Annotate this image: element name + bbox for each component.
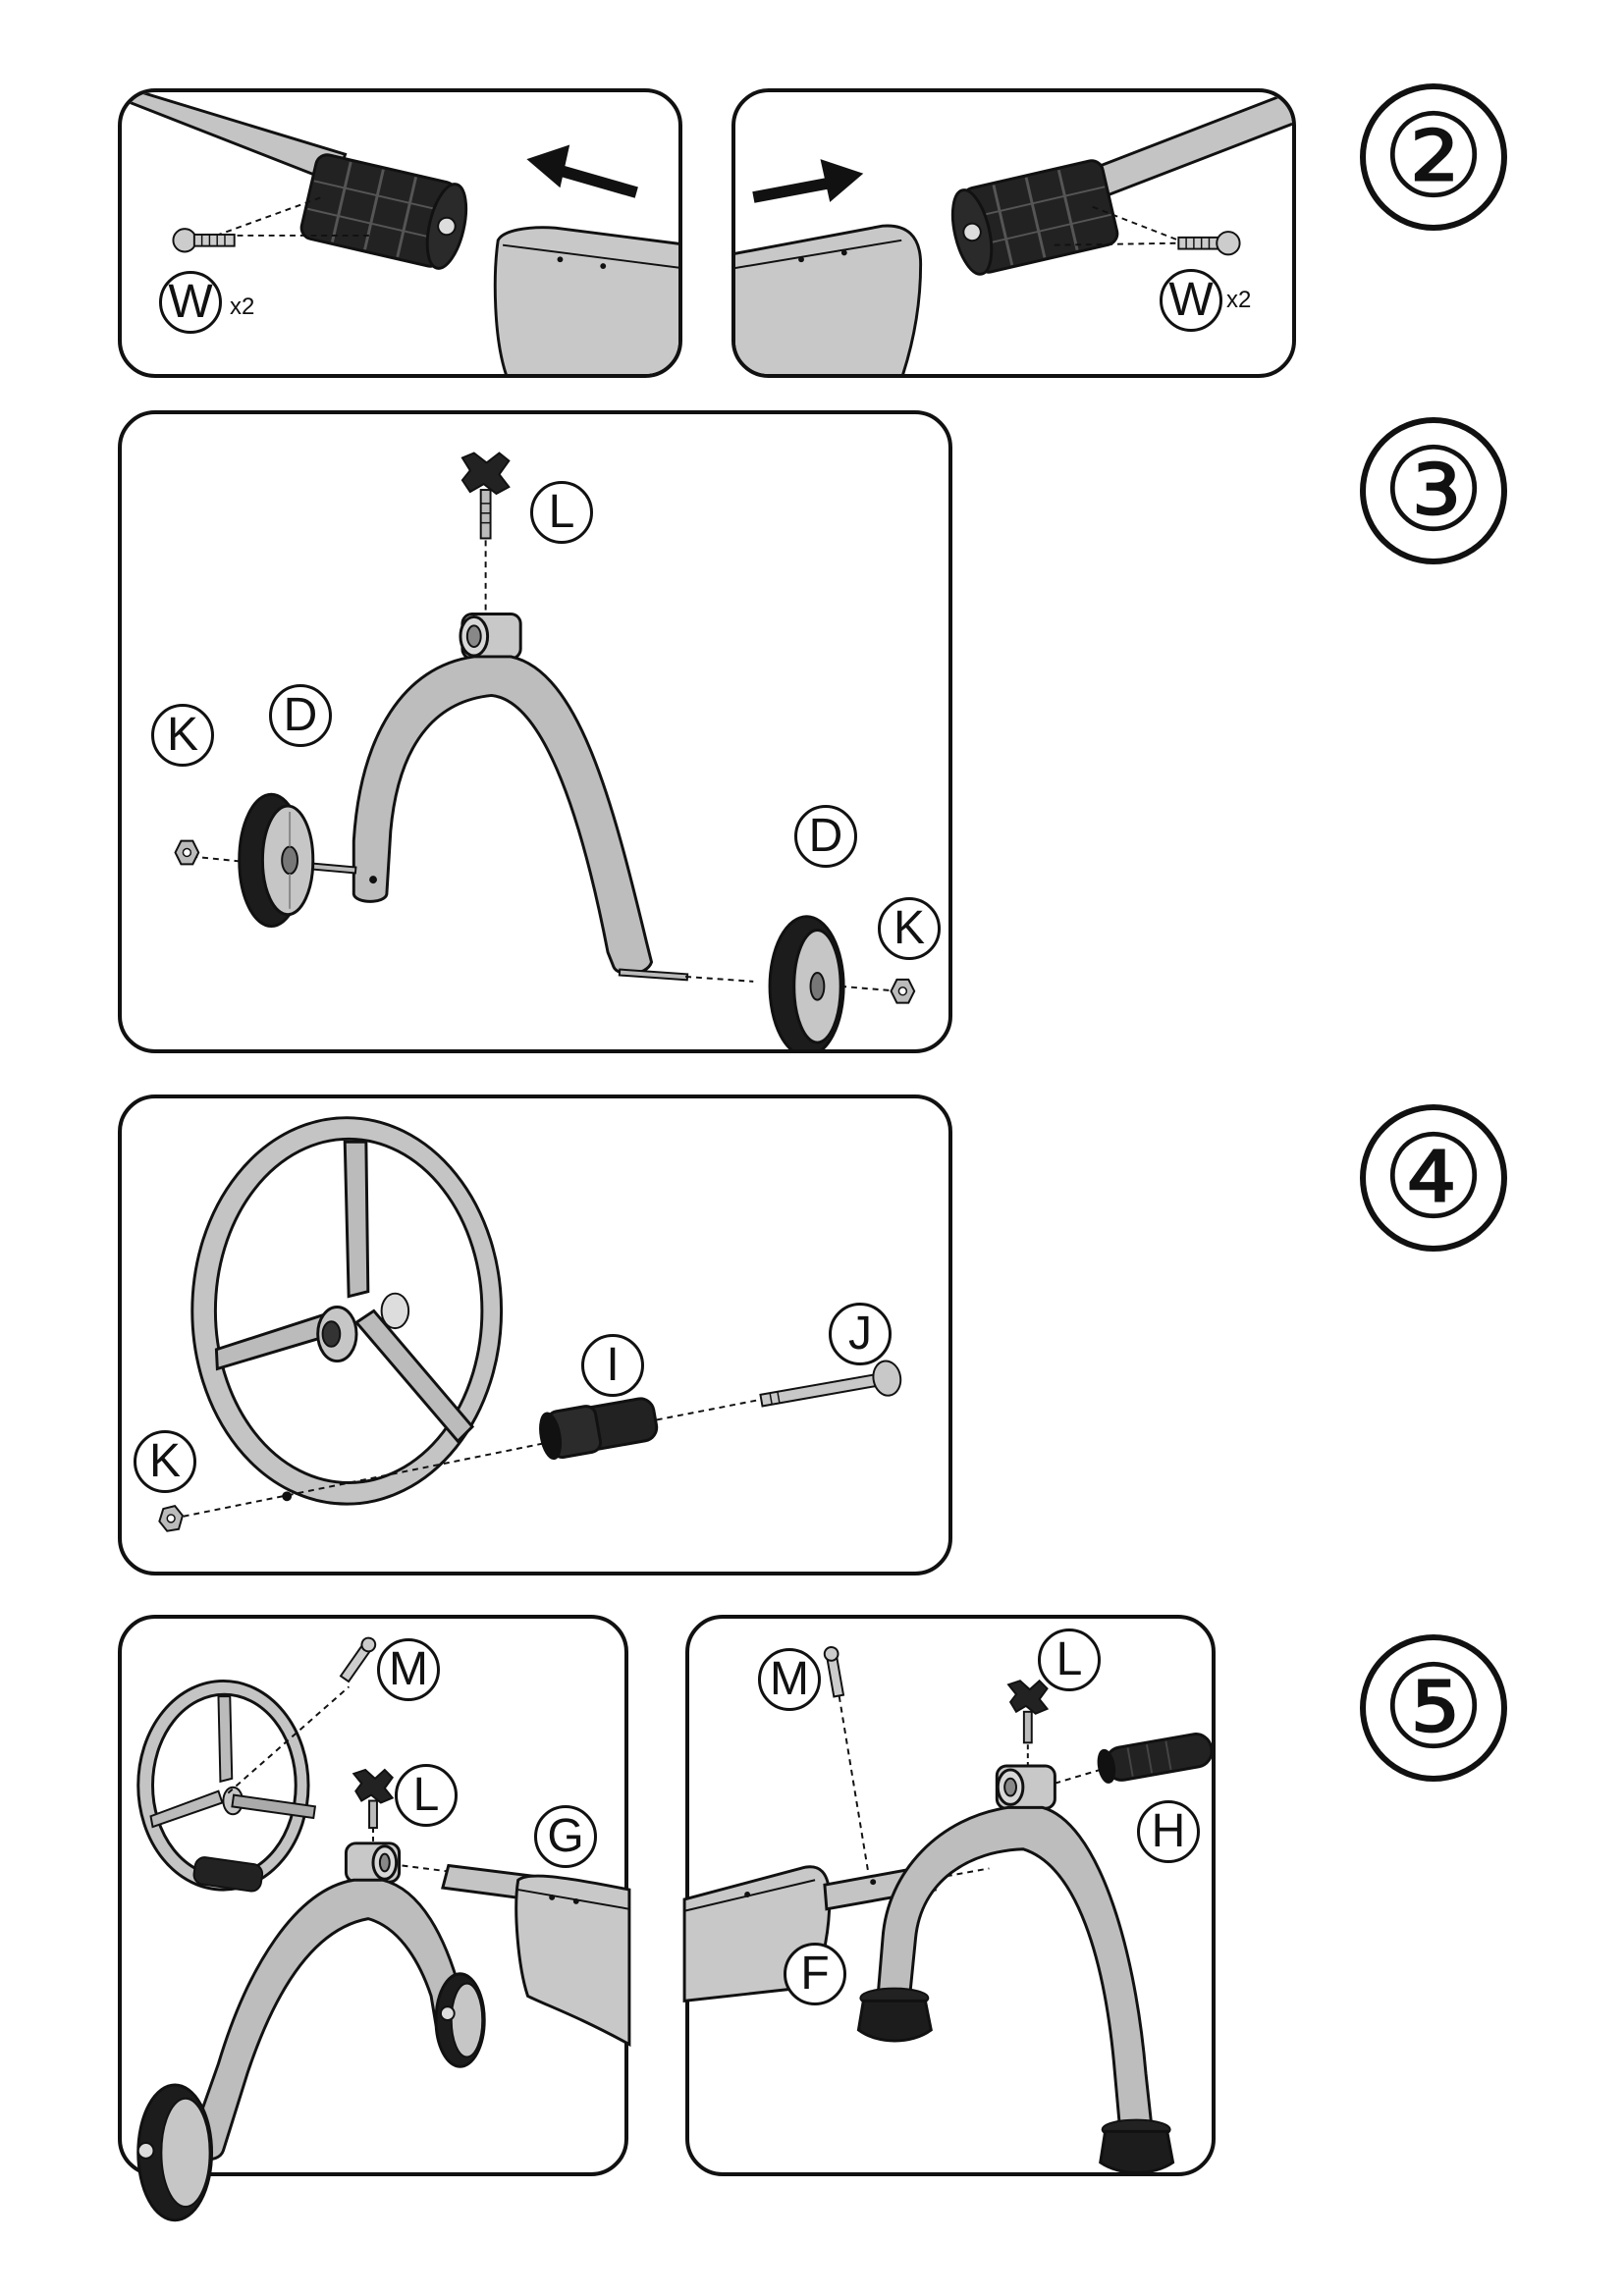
tray xyxy=(735,224,923,374)
arch-frame xyxy=(352,655,654,976)
part-label-M: M xyxy=(377,1638,440,1701)
tube xyxy=(122,92,348,186)
quantity-label-right: x2 xyxy=(1226,287,1252,313)
part-label-W-left: W xyxy=(159,271,222,334)
screw-icon xyxy=(823,1646,845,1698)
knob-bolt-icon xyxy=(1006,1679,1050,1744)
knob-bolt-icon xyxy=(460,452,511,540)
part-label-D-left: D xyxy=(269,684,332,747)
part-label-J: J xyxy=(829,1303,892,1365)
steering-wheel-icon xyxy=(136,1679,317,1893)
wheel-icon xyxy=(434,1972,486,2068)
step-number-3: ③ xyxy=(1360,417,1507,564)
part-label-H: H xyxy=(1137,1800,1200,1863)
screw-icon xyxy=(1177,231,1241,256)
screw-icon xyxy=(172,228,236,253)
rubber-foot xyxy=(1099,2118,1175,2174)
roller-grip xyxy=(950,159,1119,276)
part-label-L: L xyxy=(395,1764,458,1827)
part-label-F: F xyxy=(784,1943,846,2005)
collar xyxy=(459,613,522,661)
pin-icon xyxy=(759,1360,902,1408)
part-label-K-left: K xyxy=(151,704,214,767)
part-label-I: I xyxy=(581,1334,644,1397)
step-5-right-illustration xyxy=(682,1646,1214,2174)
arrow-right-icon xyxy=(752,159,864,203)
nut-icon xyxy=(890,978,916,1004)
rubber-foot xyxy=(856,1987,933,2043)
step-2-right-panel: W x2 xyxy=(731,88,1296,378)
step-number-4: ④ xyxy=(1360,1104,1507,1252)
part-label-L: L xyxy=(530,481,593,544)
part-label-W-right: W xyxy=(1160,269,1222,332)
step-number-2: ② xyxy=(1360,83,1507,231)
knob-bolt-icon xyxy=(352,1768,395,1830)
handle-grip-icon xyxy=(539,1397,659,1461)
arch-frame xyxy=(876,1805,1154,2136)
part-label-K: K xyxy=(134,1430,196,1493)
step-3-illustration xyxy=(174,452,916,1049)
step-4-panel: K I J xyxy=(118,1095,952,1575)
step-2-left-illustration xyxy=(122,92,678,374)
step-5-left-illustration xyxy=(136,1636,631,2222)
wheel-icon xyxy=(768,915,845,1049)
quantity-label-left: x2 xyxy=(230,294,255,320)
step-5-left-panel: M L G xyxy=(118,1615,631,2222)
part-label-D-right: D xyxy=(794,805,857,868)
wheel-icon xyxy=(238,792,315,929)
step-2-left-panel: W x2 xyxy=(118,88,682,378)
handle-grip-icon xyxy=(1097,1733,1214,1784)
screw-icon xyxy=(339,1636,377,1683)
step-4-illustration xyxy=(158,1116,902,1532)
wheel-icon xyxy=(136,2083,214,2222)
step-3-panel: L K D D K xyxy=(118,410,952,1053)
steering-wheel-icon xyxy=(190,1116,504,1506)
roller-grip xyxy=(299,153,468,270)
step-number-5: ⑤ xyxy=(1360,1634,1507,1782)
nut-icon xyxy=(174,839,200,866)
arrow-left-icon xyxy=(526,144,638,198)
part-label-K-right: K xyxy=(878,897,941,960)
tray xyxy=(493,226,678,374)
step-5-right-panel: M L H F xyxy=(682,1615,1216,2176)
arch-frame xyxy=(188,1878,467,2162)
part-label-L: L xyxy=(1038,1629,1101,1691)
step-2-right-illustration xyxy=(735,92,1292,374)
part-label-G: G xyxy=(534,1805,597,1868)
nut-icon xyxy=(158,1505,185,1532)
tray xyxy=(514,1874,631,2048)
part-label-M: M xyxy=(758,1648,821,1711)
tube xyxy=(1090,92,1292,199)
